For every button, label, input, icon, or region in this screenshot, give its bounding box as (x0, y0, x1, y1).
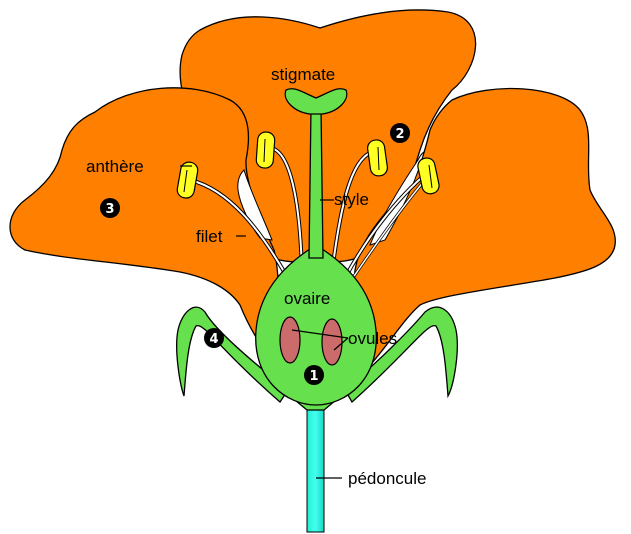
label-style: style (334, 190, 369, 209)
ovule-left (280, 317, 300, 363)
label-stigmate: stigmate (271, 65, 335, 84)
label-anthere: anthère (86, 157, 144, 176)
label-filet: filet (196, 227, 223, 246)
marker-2: 2 (390, 123, 410, 143)
svg-text:2: 2 (395, 127, 404, 142)
svg-text:4: 4 (209, 332, 218, 347)
label-pedoncule: pédoncule (348, 469, 426, 488)
label-ovaire: ovaire (284, 289, 330, 308)
marker-1: 1 (304, 365, 324, 385)
svg-text:3: 3 (105, 202, 114, 217)
ovule-right (322, 319, 342, 365)
peduncle-stem (307, 408, 324, 532)
svg-text:1: 1 (309, 369, 318, 384)
marker-4: 4 (204, 328, 224, 348)
label-ovules: ovules (348, 329, 397, 348)
petal-left (10, 88, 290, 380)
anther-center-left (256, 131, 275, 168)
style (309, 108, 323, 258)
marker-3: 3 (100, 198, 120, 218)
